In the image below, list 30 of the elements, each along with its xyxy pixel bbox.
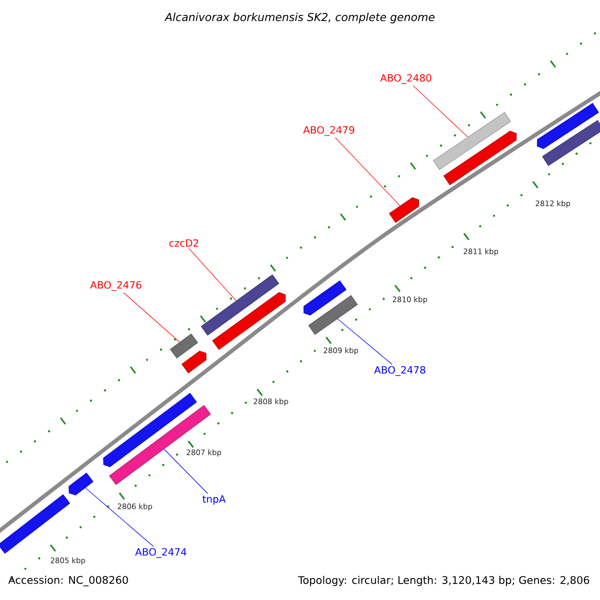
gene-bar [0, 494, 70, 554]
leader-line [164, 448, 208, 494]
gene-label: ABO_2480 [380, 74, 432, 84]
leader-line [85, 488, 154, 547]
gene-bar [389, 197, 419, 223]
gene-label: ABO_2478 [374, 366, 426, 376]
gene-bar [443, 130, 517, 186]
leader-line [337, 318, 392, 365]
accession-text: Accession: NC_008260 [8, 576, 128, 586]
gene-label: ABO_2474 [135, 548, 186, 558]
genome-info-text: Topology: circular; Length: 3,120,143 bp; Genes: 2,806 [298, 576, 590, 586]
gene-bar [536, 103, 599, 149]
gene-bar [170, 334, 198, 358]
gene-label: czcD2 [169, 239, 198, 247]
gene-bar [212, 292, 286, 350]
gene-bar [304, 280, 346, 316]
gene-bar [182, 350, 206, 374]
gene-bar [200, 274, 280, 336]
gene-label: tnpA [202, 495, 226, 505]
leader-line [123, 292, 180, 342]
title: Alcanivorax borkumensis SK2, complete genome [164, 12, 434, 24]
gene-bar [542, 120, 600, 166]
gene-label: ABO_2479 [303, 126, 354, 136]
leader-line [412, 85, 468, 138]
leader-line [188, 248, 236, 301]
gene-bar [68, 472, 94, 496]
gene-bar [308, 295, 358, 335]
gene-label: ABO_2476 [90, 281, 142, 291]
leader-line [334, 137, 400, 206]
gene-bar [433, 112, 511, 170]
